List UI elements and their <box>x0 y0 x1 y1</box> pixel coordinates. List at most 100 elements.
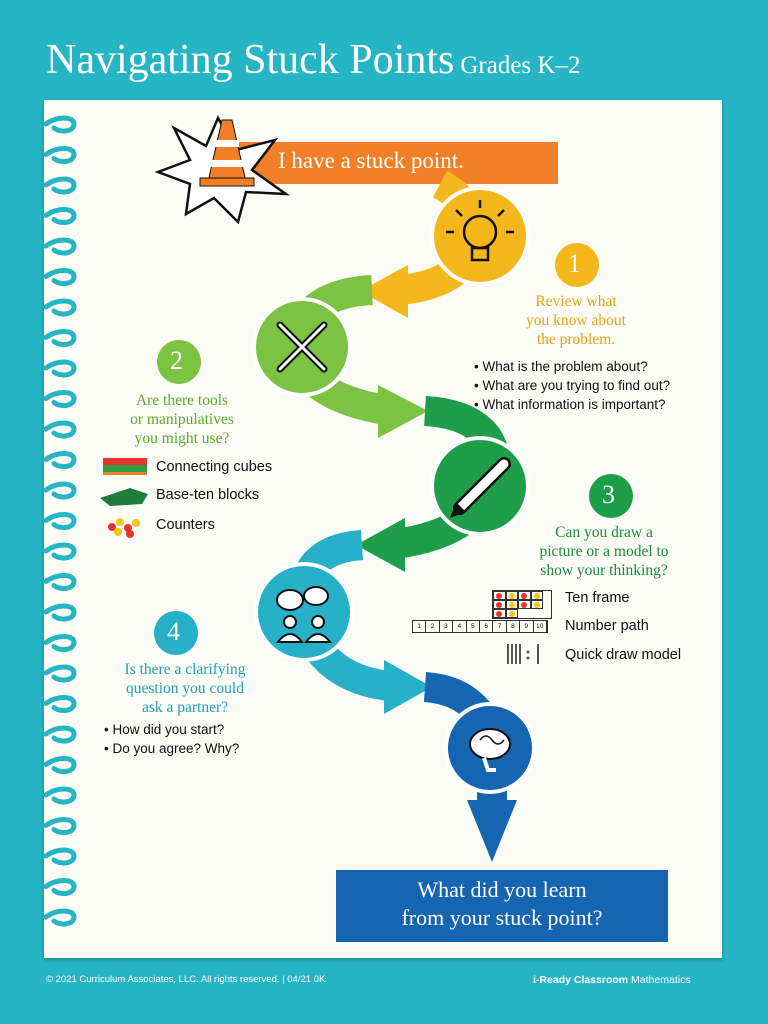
ten-frame-label: Ten frame <box>565 590 630 606</box>
number-path-cell: 10 <box>534 621 547 632</box>
step2-number: 2 <box>170 346 183 375</box>
step4-bullets: How did you start? Do you agree? Why? <box>104 720 239 758</box>
step4-question-line: ask a partner? <box>141 699 229 716</box>
spiral-ring <box>43 573 77 592</box>
step3-question-line: Can you draw a <box>555 524 653 541</box>
step3-question-line: show your thinking? <box>540 562 668 579</box>
ten-frame-cell <box>493 609 506 618</box>
number-path-cell: 3 <box>440 621 454 632</box>
ten-frame-cell <box>493 591 506 600</box>
arrow-yellow <box>360 265 408 318</box>
number-path-cell: 2 <box>426 621 440 632</box>
end-question-line: What did you learn <box>417 877 587 902</box>
spiral-ring <box>43 512 77 531</box>
start-label: I have a stuck point. <box>278 148 464 173</box>
step1-bullet: What are you trying to find out? <box>474 376 670 395</box>
step3-question: Can you draw a picture or a model to sho… <box>508 523 700 580</box>
spiral-ring <box>43 878 77 897</box>
spiral-ring <box>43 695 77 714</box>
spiral-ring <box>43 725 77 744</box>
spiral-ring <box>43 268 77 287</box>
quick-draw-label: Quick draw model <box>565 647 682 663</box>
spiral-ring <box>43 420 77 439</box>
brand-name: i-Ready Classroom <box>533 974 629 986</box>
number-path-cell: 7 <box>493 621 507 632</box>
ten-frame-cell <box>518 600 531 609</box>
number-path-cell: 9 <box>520 621 534 632</box>
step1-bullet: What information is important? <box>474 395 670 414</box>
spiral-ring <box>43 847 77 866</box>
grade-subtitle: Grades K–2 <box>460 52 581 79</box>
step3-question-line: picture or a model to <box>539 543 669 560</box>
step-number-badges <box>154 243 633 655</box>
spiral-ring <box>43 207 77 226</box>
step4-bullet: Do you agree? Why? <box>104 739 239 758</box>
ten-frame-counter <box>508 610 515 617</box>
spiral-ring <box>43 786 77 805</box>
spiral-ring <box>43 390 77 409</box>
step4-question: Is there a clarifying question you could… <box>100 660 270 717</box>
spiral-ring <box>43 481 77 500</box>
step1-bullets: What is the problem about? What are you … <box>474 357 670 414</box>
counters-icon <box>108 518 140 538</box>
ten-frame-counter <box>533 601 540 608</box>
step2-question-line: you might use? <box>134 430 230 447</box>
step1-question-line: Review what <box>535 293 617 310</box>
brand-logo: i-Ready Classroom Mathematics <box>533 974 691 986</box>
number-path-label: Number path <box>565 618 649 634</box>
copyright-text: © 2021 Curriculum Associates, LLC. All r… <box>46 974 326 985</box>
step1-number: 1 <box>568 249 581 278</box>
spiral-ring <box>43 329 77 348</box>
quick-draw-icon <box>507 644 539 664</box>
ten-frame-counter <box>496 592 503 599</box>
step1-bullet: What is the problem about? <box>474 357 670 376</box>
step2-question-line: Are there tools <box>135 392 229 409</box>
ten-frame-counter <box>533 592 540 599</box>
end-question-line: from your stuck point? <box>401 905 603 930</box>
ten-frame-counter <box>521 592 528 599</box>
step1-question: Review what you know about the problem. <box>494 292 658 349</box>
ten-frame-counter <box>508 592 515 599</box>
ten-frame-counter <box>496 601 503 608</box>
ten-frame-cell <box>493 600 506 609</box>
notebook-paper <box>44 100 722 958</box>
base-ten-blocks-icon <box>100 488 148 506</box>
spiral-ring <box>43 908 77 927</box>
spiral-ring <box>43 146 77 165</box>
connecting-cubes-label: Connecting cubes <box>156 459 273 475</box>
pencil-icon <box>430 436 530 536</box>
brand-suffix: Mathematics <box>631 974 691 986</box>
step3-number: 3 <box>602 480 615 509</box>
spiral-ring <box>43 603 77 622</box>
spiral-ring <box>43 359 77 378</box>
base-ten-blocks-label: Base-ten blocks <box>156 487 260 503</box>
number-path-cell: 8 <box>507 621 521 632</box>
spiral-ring <box>43 176 77 195</box>
ten-frame-cell <box>530 591 543 600</box>
spiral-ring <box>43 664 77 683</box>
spiral-ring <box>43 634 77 653</box>
end-question: What did you learn from your stuck point… <box>336 876 668 932</box>
ten-frame-counter <box>496 610 503 617</box>
counters-label: Counters <box>156 517 215 533</box>
step1-question-line: you know about <box>526 312 626 329</box>
spiral-ring <box>43 451 77 470</box>
number-path-cell: 1 <box>413 621 427 632</box>
step2-question-line: or manipulatives <box>130 411 234 428</box>
ten-frame-counter <box>521 601 528 608</box>
step4-question-line: question you could <box>126 680 244 697</box>
traffic-cone-icon <box>154 115 291 225</box>
title-text: Navigating Stuck Points <box>46 37 455 83</box>
spiral-ring <box>43 115 77 134</box>
arrow-blue <box>467 800 517 862</box>
conversation-icon <box>254 562 354 662</box>
spiral-ring <box>43 237 77 256</box>
lightbulb-icon <box>430 186 530 286</box>
ten-frame-cell <box>505 609 518 618</box>
step4-bullet: How did you start? <box>104 720 239 739</box>
spiral-ring <box>43 542 77 561</box>
